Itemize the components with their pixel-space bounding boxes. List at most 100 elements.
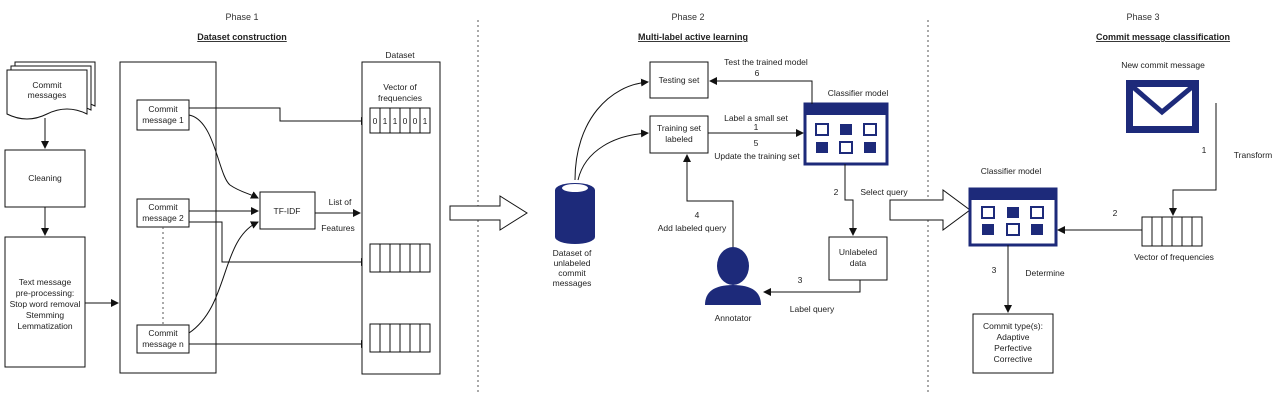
- cm2-line-2: message 2: [142, 213, 184, 223]
- add-labeled-query-label: Add labeled query: [658, 223, 727, 233]
- unlabeled-data-box: [828, 236, 888, 281]
- annotator-label: Annotator: [715, 313, 752, 323]
- dataset-unlabeled-line-1: Dataset of: [553, 248, 592, 258]
- commit-messages-label-2: messages: [28, 90, 67, 100]
- label-small-set-label: Label a small set: [724, 113, 788, 123]
- commit-messages-label-1: Commit: [32, 80, 62, 90]
- step2-label-p2: 2: [834, 187, 839, 197]
- arrow-cmn-to-tfidf: [188, 221, 259, 334]
- commit-types-line-4: Corrective: [994, 354, 1033, 364]
- cm1-line-2: message 1: [142, 115, 184, 125]
- arrow-cm1-to-tfidf: [188, 114, 259, 199]
- phase3-label: Phase 3: [1126, 12, 1159, 22]
- classifier-model-label-p3: Classifier model: [981, 166, 1042, 176]
- phase1-title: Dataset construction: [197, 32, 287, 42]
- vector-of-frequencies-p3: [1141, 216, 1203, 247]
- preprocessing-box: [4, 236, 86, 368]
- dataset-unlabeled-line-4: messages: [553, 278, 592, 288]
- step1-label-p3: 1: [1202, 145, 1207, 155]
- vector-cell-3: 1: [393, 116, 398, 126]
- label-query-label: Label query: [790, 304, 835, 314]
- unlabeled-line-2: data: [850, 258, 867, 268]
- vector-cell-2: 1: [383, 116, 388, 126]
- cm2-line-1: Commit: [148, 202, 178, 212]
- step6-label: 6: [755, 68, 760, 78]
- big-arrow-phase2-to-phase3: [889, 189, 971, 231]
- preproc-line-2: pre-processing:: [16, 288, 75, 298]
- arrow-select-query: [844, 164, 857, 236]
- commit-message-n-box: [136, 324, 190, 354]
- list-of-label: List of: [329, 197, 352, 207]
- commit-types-line-3: Perfective: [994, 343, 1032, 353]
- commit-types-line-2: Adaptive: [996, 332, 1029, 342]
- arrow-transform: [1169, 103, 1217, 216]
- vector-row-n: [369, 323, 431, 353]
- determine-label: Determine: [1025, 268, 1064, 278]
- tfidf-label: TF-IDF: [274, 206, 301, 216]
- vector-cell-5: 0: [413, 116, 418, 126]
- arrow-cm1-to-vector: [189, 107, 369, 125]
- phase2-label: Phase 2: [671, 12, 704, 22]
- vector-label-1: Vector of: [383, 82, 417, 92]
- commit-messages-document-stack: Commit messages: [6, 61, 96, 120]
- cmn-line-2: message n: [142, 339, 184, 349]
- phase1-label: Phase 1: [225, 12, 258, 22]
- vector-cell-1: 0: [373, 116, 378, 126]
- step3-label-p2: 3: [798, 275, 803, 285]
- dataset-label: Dataset: [385, 50, 415, 60]
- preproc-line-5: Lemmatization: [17, 321, 73, 331]
- vector-label-p3: Vector of frequencies: [1134, 252, 1214, 262]
- preproc-line-4: Stemming: [26, 310, 65, 320]
- tfidf-box: [259, 191, 316, 230]
- transform-label: Transform: [1234, 150, 1272, 160]
- classifier-model-icon-p3: [968, 187, 1058, 247]
- training-set-box: [649, 115, 709, 154]
- unlabeled-line-1: Unlabeled: [839, 247, 878, 257]
- preproc-line-3: Stop word removal: [10, 299, 81, 309]
- dataset-unlabeled-line-3: commit: [558, 268, 586, 278]
- phase2-title: Multi-label active learning: [638, 32, 748, 42]
- phase3-title: Commit message classification: [1096, 32, 1230, 42]
- step1-label-p2: 1: [754, 122, 759, 132]
- testing-set-label: Testing set: [659, 75, 700, 85]
- commit-types-box: [972, 313, 1054, 374]
- vector-cell-6: 1: [423, 116, 428, 126]
- database-cylinder-icon: [555, 183, 595, 244]
- arrow-test-trained-model: [709, 77, 813, 104]
- commit-types-line-1: Commit type(s):: [983, 321, 1043, 331]
- step5-label: 5: [754, 138, 759, 148]
- step3-label-p3: 3: [992, 265, 997, 275]
- arrow-db-to-training: [577, 129, 649, 181]
- annotator-user-icon: [705, 247, 761, 305]
- vector-row-1: 0 1 1 0 0 1: [369, 107, 431, 134]
- vector-label-2: frequencies: [378, 93, 422, 103]
- cleaning-label: Cleaning: [28, 173, 62, 183]
- arrow-label-query: [763, 280, 861, 296]
- update-training-label: Update the training set: [714, 151, 800, 161]
- step2-label-p3: 2: [1113, 208, 1118, 218]
- arrow-db-to-testing: [574, 78, 649, 181]
- training-set-line-2: labeled: [665, 134, 693, 144]
- classifier-model-icon-p2: [803, 102, 889, 166]
- envelope-icon: [1126, 80, 1199, 133]
- features-label: Features: [321, 223, 355, 233]
- test-trained-label: Test the trained model: [724, 57, 808, 67]
- training-set-line-1: Training set: [657, 123, 702, 133]
- classifier-model-label-p2: Classifier model: [828, 88, 889, 98]
- cmn-line-1: Commit: [148, 328, 178, 338]
- arrow-add-labeled-query: [683, 154, 734, 247]
- new-commit-message-label: New commit message: [1121, 60, 1205, 70]
- vector-cell-4: 0: [403, 116, 408, 126]
- preproc-line-1: Text message: [19, 277, 72, 287]
- big-arrow-phase1-to-phase2: [449, 195, 528, 231]
- vector-row-2: [369, 243, 431, 273]
- step4-label: 4: [695, 210, 700, 220]
- cm1-line-1: Commit: [148, 104, 178, 114]
- dataset-unlabeled-line-2: unlabeled: [554, 258, 591, 268]
- select-query-label: Select query: [860, 187, 908, 197]
- testing-set-box: [649, 61, 709, 99]
- commit-message-1-box: [136, 99, 190, 131]
- arrow-cm2-to-vector: [189, 221, 369, 266]
